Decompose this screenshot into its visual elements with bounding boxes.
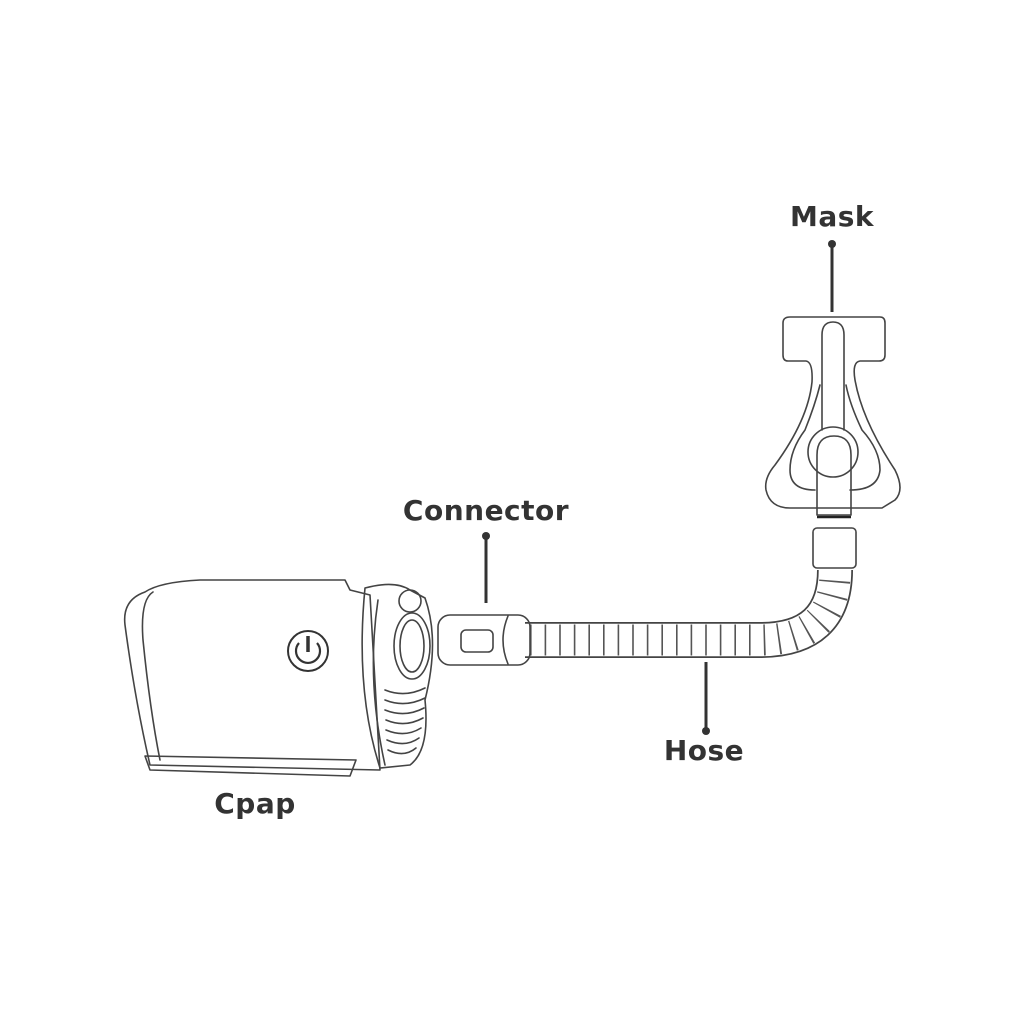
connector	[437, 614, 531, 666]
mask-label: Mask	[789, 200, 875, 233]
leader-lines	[482, 240, 836, 735]
cpap-hose-ribs	[384, 687, 426, 755]
connector-label: Connector	[402, 494, 570, 527]
cpap-machine	[123, 579, 434, 777]
cpap-label: Cpap	[214, 787, 296, 820]
hose-label: Hose	[663, 734, 745, 767]
hose	[525, 569, 853, 658]
power-icon[interactable]	[287, 630, 329, 672]
mask	[764, 316, 901, 569]
